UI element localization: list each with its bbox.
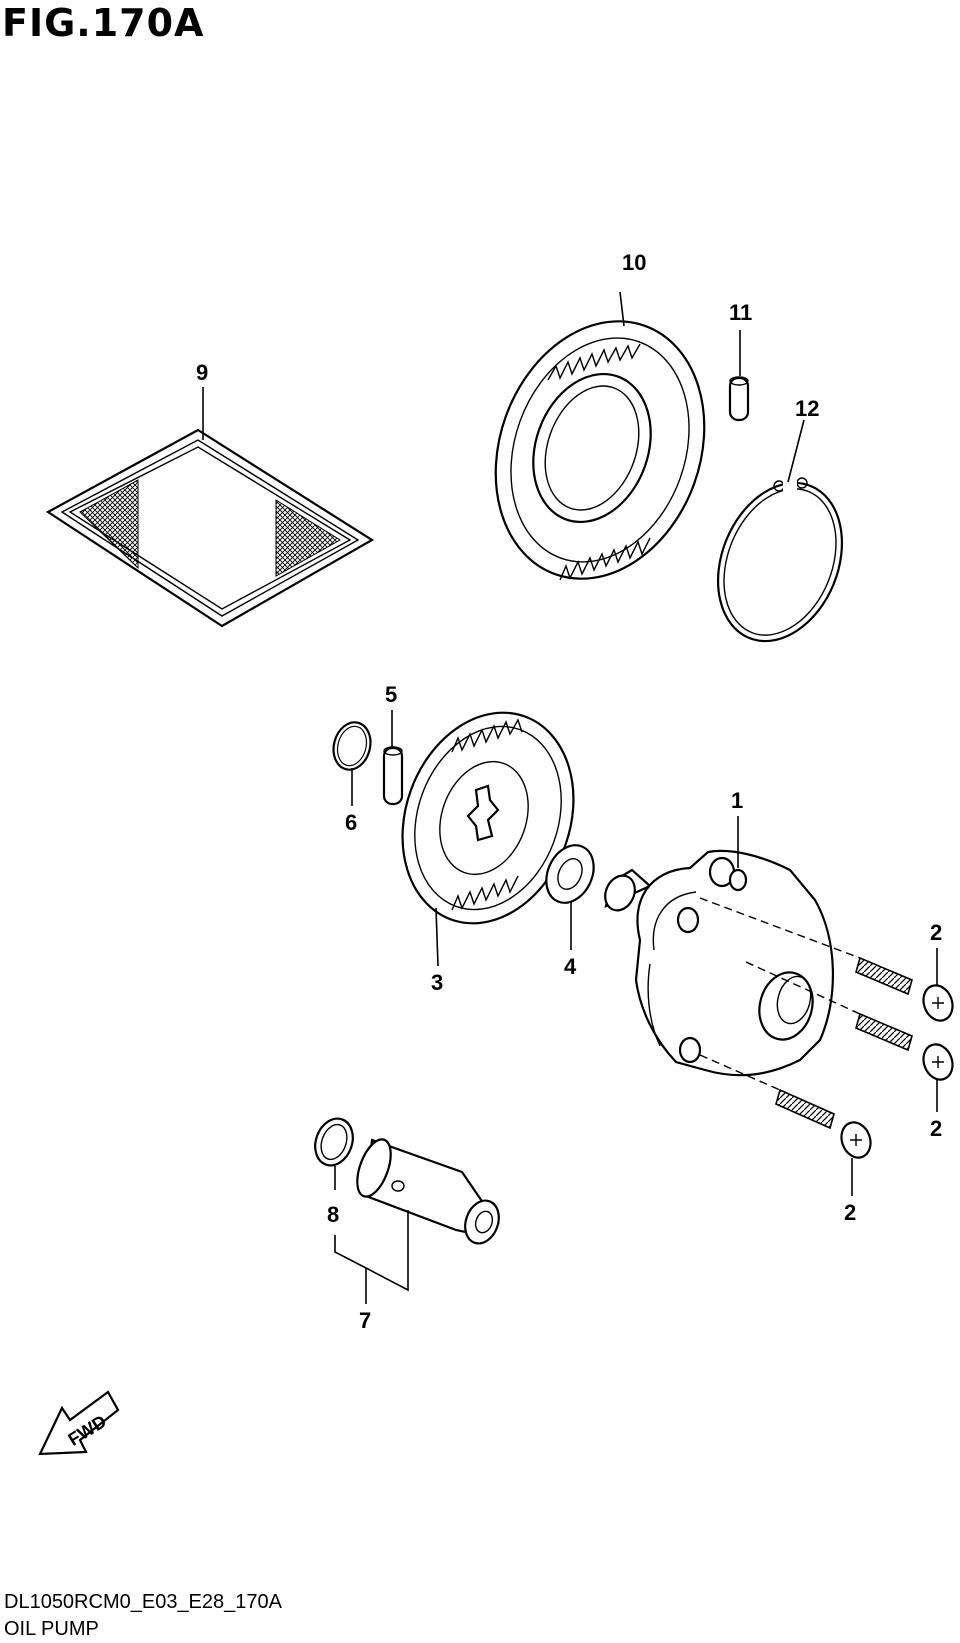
forward-direction-arrow: FWD — [38, 1390, 120, 1456]
callout-labels: 1 2 2 2 3 4 5 6 7 8 9 10 11 12 — [196, 250, 942, 1333]
pin-small — [728, 376, 750, 422]
relief-valve — [356, 1138, 500, 1245]
callout-7: 7 — [359, 1308, 371, 1333]
callout-2-lower: 2 — [844, 1200, 856, 1225]
oil-strainer-screen — [45, 428, 375, 628]
callout-2-upper: 2 — [930, 920, 942, 945]
drive-gear — [401, 711, 575, 925]
washer — [545, 844, 595, 904]
bolt-upper — [855, 956, 954, 1022]
bolt-middle — [855, 1012, 954, 1081]
bolt-lower — [775, 1088, 872, 1159]
oil-pump-body — [604, 849, 861, 1091]
callout-6: 6 — [345, 810, 357, 835]
callout-1: 1 — [731, 788, 743, 813]
model-code: DL1050RCM0_E03_E28_170A — [4, 1591, 282, 1613]
o-ring — [314, 1117, 354, 1167]
callout-4: 4 — [564, 954, 577, 979]
pin-drive — [382, 746, 404, 806]
callout-10: 10 — [622, 250, 646, 275]
callout-9: 9 — [196, 360, 208, 385]
section-name: OIL PUMP — [4, 1618, 99, 1640]
figure-title: FIG.170A — [2, 1, 205, 45]
driven-gear-large — [494, 320, 706, 581]
callout-3: 3 — [431, 970, 443, 995]
circlip-small — [332, 721, 372, 771]
callout-8: 8 — [327, 1202, 339, 1227]
leader-lines — [202, 291, 938, 1304]
circlip-large — [716, 474, 844, 643]
callout-12: 12 — [795, 396, 819, 421]
callout-5: 5 — [385, 682, 397, 707]
callout-2-middle: 2 — [930, 1116, 942, 1141]
callout-11: 11 — [729, 300, 752, 325]
